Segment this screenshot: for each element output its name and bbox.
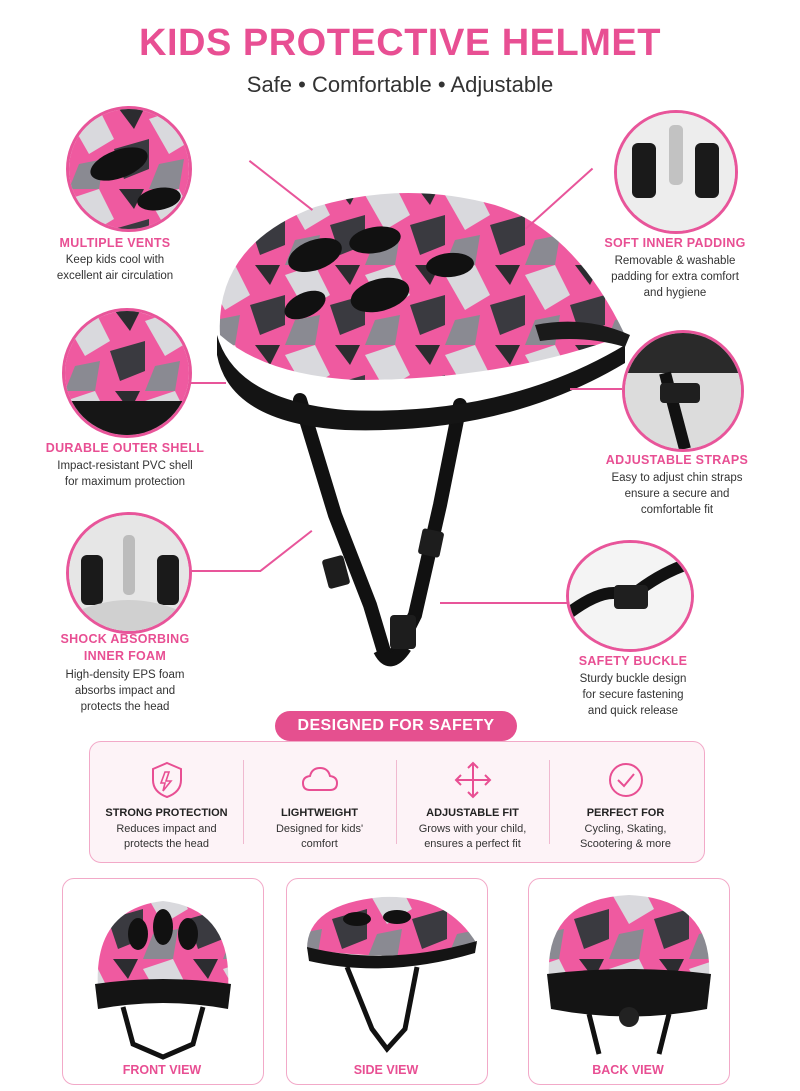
foam-closeup-image — [66, 512, 192, 634]
page-title: KIDS PROTECTIVE HELMET — [139, 22, 661, 64]
connector-line-foam — [186, 570, 261, 572]
foam-desc-line-3: protects the head — [80, 701, 170, 713]
front-view-panel — [62, 878, 264, 1085]
safety-item-adjustable: ADJUSTABLE FIT Grows with your child, en… — [396, 742, 549, 862]
straps-title: ADJUSTABLE STRAPS — [605, 453, 749, 467]
safety-divider — [549, 760, 550, 844]
safety-item-protection: STRONG PROTECTION Reduces impact and pro… — [90, 742, 243, 862]
padding-title: SOFT INNER PADDING — [604, 236, 746, 250]
safety-item-line-2: comfort — [301, 838, 338, 850]
buckle-desc-line-2: for secure fastening — [582, 689, 684, 701]
padding-desc-line-1: Removable & washable — [614, 255, 736, 267]
page-subtitle: Safe • Comfortable • Adjustable — [246, 72, 554, 97]
shell-title: DURABLE OUTER SHELL — [45, 441, 205, 455]
vents-desc-line-2: excellent air circulation — [56, 270, 174, 282]
buckle-closeup-image — [566, 540, 694, 652]
safety-features-panel: STRONG PROTECTION Reduces impact and pro… — [89, 741, 705, 863]
padding-closeup-image — [614, 110, 738, 234]
padding-desc-line-2: padding for extra comfort — [611, 271, 739, 283]
shell-closeup-image — [62, 308, 192, 438]
arrows-icon — [454, 761, 492, 799]
safety-item-line-2: Scootering & more — [579, 838, 672, 850]
foam-title-line-1: SHOCK ABSORBING — [60, 632, 190, 646]
straps-desc-line-2: ensure a secure and — [624, 488, 730, 500]
vents-desc-line-1: Keep kids cool with — [65, 254, 165, 266]
safety-item-title: STRONG PROTECTION — [105, 807, 228, 819]
back-view-image — [547, 895, 711, 1055]
safety-item-perfect-for: PERFECT FOR Cycling, Skating, Scootering… — [549, 742, 702, 862]
buckle-desc-line-3: and quick release — [587, 705, 679, 717]
main-helmet-image — [217, 192, 630, 667]
safety-divider — [396, 760, 397, 844]
buckle-title: SAFETY BUCKLE — [578, 654, 688, 668]
back-view-label: BACK VIEW — [592, 1063, 664, 1077]
straps-closeup-image — [622, 330, 744, 452]
vents-title: MULTIPLE VENTS — [59, 236, 171, 250]
safety-item-line-1: Cycling, Skating, — [584, 823, 667, 835]
straps-desc-line-1: Easy to adjust chin straps — [611, 472, 743, 484]
safety-item-line-1: Grows with your child, — [418, 823, 527, 835]
back-view-panel — [528, 878, 730, 1085]
connector-line-buckle — [440, 602, 568, 604]
cloud-icon — [301, 766, 339, 791]
vents-closeup-image — [66, 106, 192, 232]
buckle-desc-line-1: Sturdy buckle design — [579, 673, 687, 685]
safety-item-line-1: Designed for kids' — [275, 823, 364, 835]
foam-desc-line-1: High-density EPS foam — [65, 669, 185, 681]
safety-item-title: LIGHTWEIGHT — [281, 807, 358, 819]
foam-desc-line-2: absorbs impact and — [74, 685, 176, 697]
shield-icon — [152, 761, 182, 799]
front-view-label: FRONT VIEW — [122, 1063, 202, 1077]
safety-divider — [243, 760, 244, 844]
connector-line-straps — [570, 388, 622, 390]
shell-desc-line-2: for maximum protection — [64, 476, 186, 488]
safety-item-line-2: protects the head — [123, 838, 209, 850]
safety-item-lightweight: LIGHTWEIGHT Designed for kids' comfort — [243, 742, 396, 862]
safety-item-line-1: Reduces impact and — [116, 823, 217, 835]
safety-item-title: PERFECT FOR — [586, 807, 665, 819]
designed-for-safety-badge: DESIGNED FOR SAFETY — [275, 711, 517, 741]
front-view-image — [95, 901, 231, 1060]
side-view-panel — [286, 878, 488, 1085]
side-view-image — [307, 896, 477, 1053]
safety-item-title: ADJUSTABLE FIT — [426, 807, 519, 819]
padding-desc-line-3: and hygiene — [643, 287, 707, 299]
connector-line-shell — [186, 382, 226, 384]
check-circle-icon — [609, 763, 643, 797]
foam-title-line-2: INNER FOAM — [83, 649, 167, 663]
safety-item-line-2: ensures a perfect fit — [424, 838, 521, 850]
side-view-label: SIDE VIEW — [353, 1063, 419, 1077]
straps-desc-line-3: comfortable fit — [640, 504, 714, 516]
shell-desc-line-1: Impact-resistant PVC shell — [57, 460, 193, 472]
